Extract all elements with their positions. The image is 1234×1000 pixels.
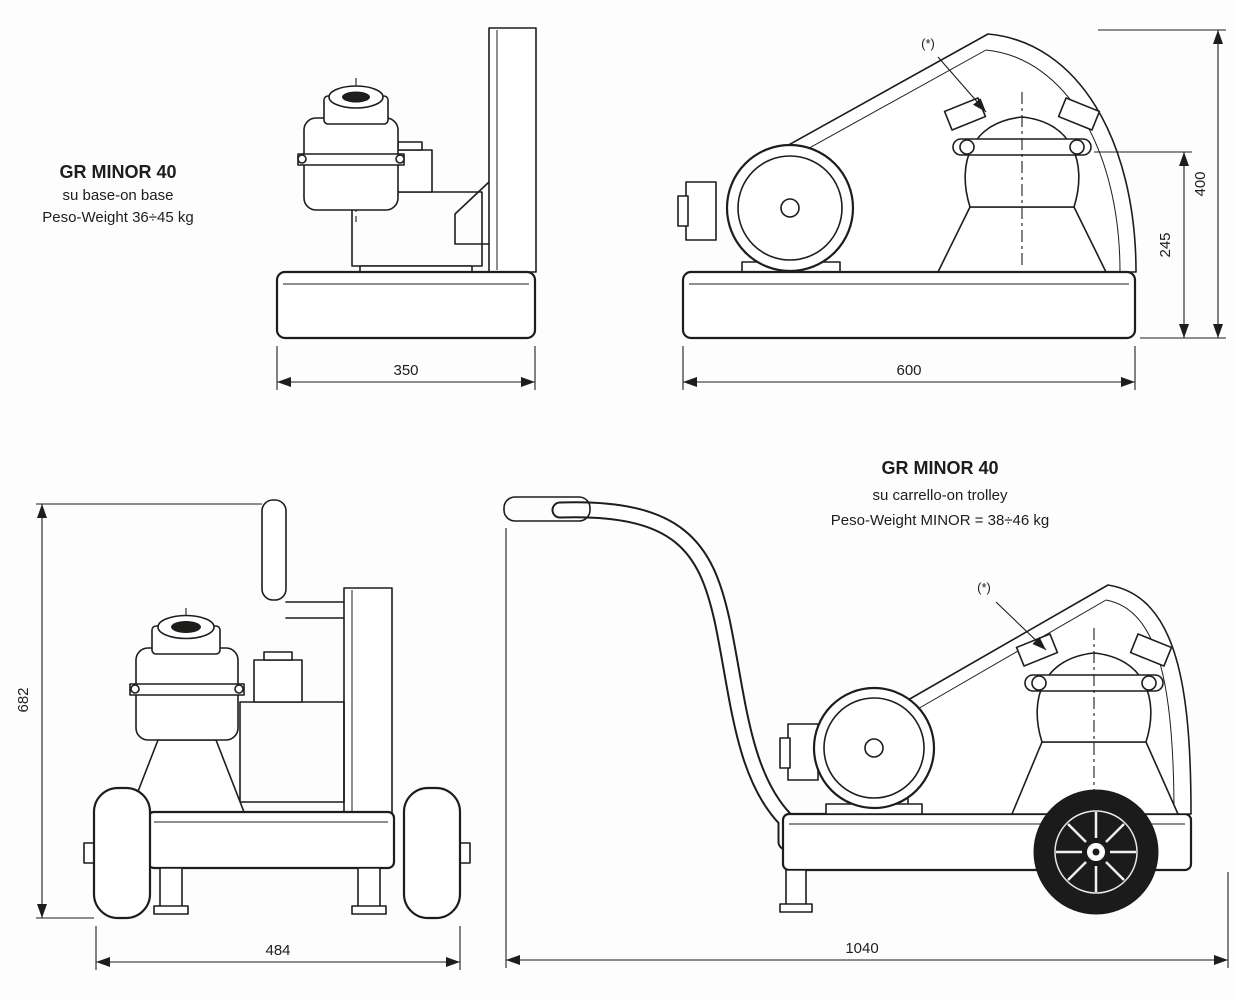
trolley-side-drawing [503, 496, 1193, 915]
dimension-350: 350 [276, 346, 536, 390]
view-base-end: GR MINOR 40 su base-on base Peso-Weight … [42, 27, 537, 390]
wheel-left [92, 786, 152, 920]
dimension-484: 484 [95, 926, 461, 970]
dimension-400: 400 [1098, 29, 1226, 339]
wheel-spokes [1056, 812, 1136, 892]
view-trolley-side: GR MINOR 40 su carrello-on trolley Peso-… [503, 458, 1229, 968]
pump-lug-right [1057, 97, 1101, 131]
dimension-682-label: 682 [15, 687, 32, 712]
clamp-band [129, 683, 245, 696]
terminal-box [253, 659, 303, 703]
dimension-245-label: 245 [1157, 232, 1174, 257]
view-trolley-caption: GR MINOR 40 su carrello-on trolley Peso-… [831, 458, 1049, 529]
motor-grille [823, 697, 925, 799]
view-trolley-front: 682 484 [15, 499, 471, 970]
asterisk-note: (*) [921, 36, 935, 51]
terminal-box [685, 181, 717, 241]
axle-cap-right [459, 842, 471, 864]
pump-port-opening [342, 91, 370, 103]
dimension-600: 600 [682, 346, 1136, 390]
support-leg-right [357, 867, 381, 909]
base-plate [146, 810, 396, 870]
trolley-title: GR MINOR 40 [881, 458, 998, 478]
trolley-weight: Peso-Weight MINOR = 38÷46 kg [831, 512, 1049, 529]
dimension-245: 245 [1094, 151, 1192, 338]
dimension-484-label: 484 [265, 942, 290, 959]
fan-cover [343, 587, 393, 815]
dimension-400-label: 400 [1192, 171, 1209, 196]
axle-cap-left [83, 842, 95, 864]
handle-tube [551, 501, 795, 851]
pump-lug-right [1129, 633, 1173, 667]
motor-hub [864, 738, 884, 758]
dimension-1040-label: 1040 [845, 940, 878, 957]
base-plate [275, 270, 537, 340]
base-title: GR MINOR 40 [59, 162, 176, 182]
base-subtitle: su base-on base [63, 187, 174, 204]
asterisk-callout: (*) [921, 36, 987, 113]
asterisk-callout: (*) [977, 580, 1047, 651]
wheel [1033, 789, 1159, 915]
support-leg [785, 869, 807, 907]
trolley-front-drawing [83, 499, 471, 920]
motor-hub [780, 198, 800, 218]
dimension-600-label: 600 [896, 362, 921, 379]
handle-grip [503, 496, 591, 522]
base-plate [681, 270, 1137, 340]
dimension-682: 682 [15, 503, 262, 919]
view-base-end-caption: GR MINOR 40 su base-on base Peso-Weight … [42, 162, 193, 226]
trolley-subtitle: su carrello-on trolley [872, 487, 1008, 504]
wheel-right [402, 786, 462, 920]
clamp-band [297, 153, 405, 166]
view-base-side: (*) 600 400 245 [677, 29, 1226, 390]
intake-funnel [454, 181, 490, 245]
base-end-drawing [275, 27, 537, 340]
support-leg-left [159, 867, 183, 909]
pump-port-opening [171, 621, 201, 633]
dimension-1040: 1040 [505, 528, 1229, 968]
handle-tube [261, 499, 287, 601]
fan-cover [488, 27, 537, 273]
dimension-350-label: 350 [393, 362, 418, 379]
base-side-drawing [677, 33, 1137, 340]
asterisk-note: (*) [977, 580, 991, 595]
motor-body [239, 701, 345, 803]
motor-grille [737, 155, 843, 261]
base-weight: Peso-Weight 36÷45 kg [42, 209, 193, 226]
